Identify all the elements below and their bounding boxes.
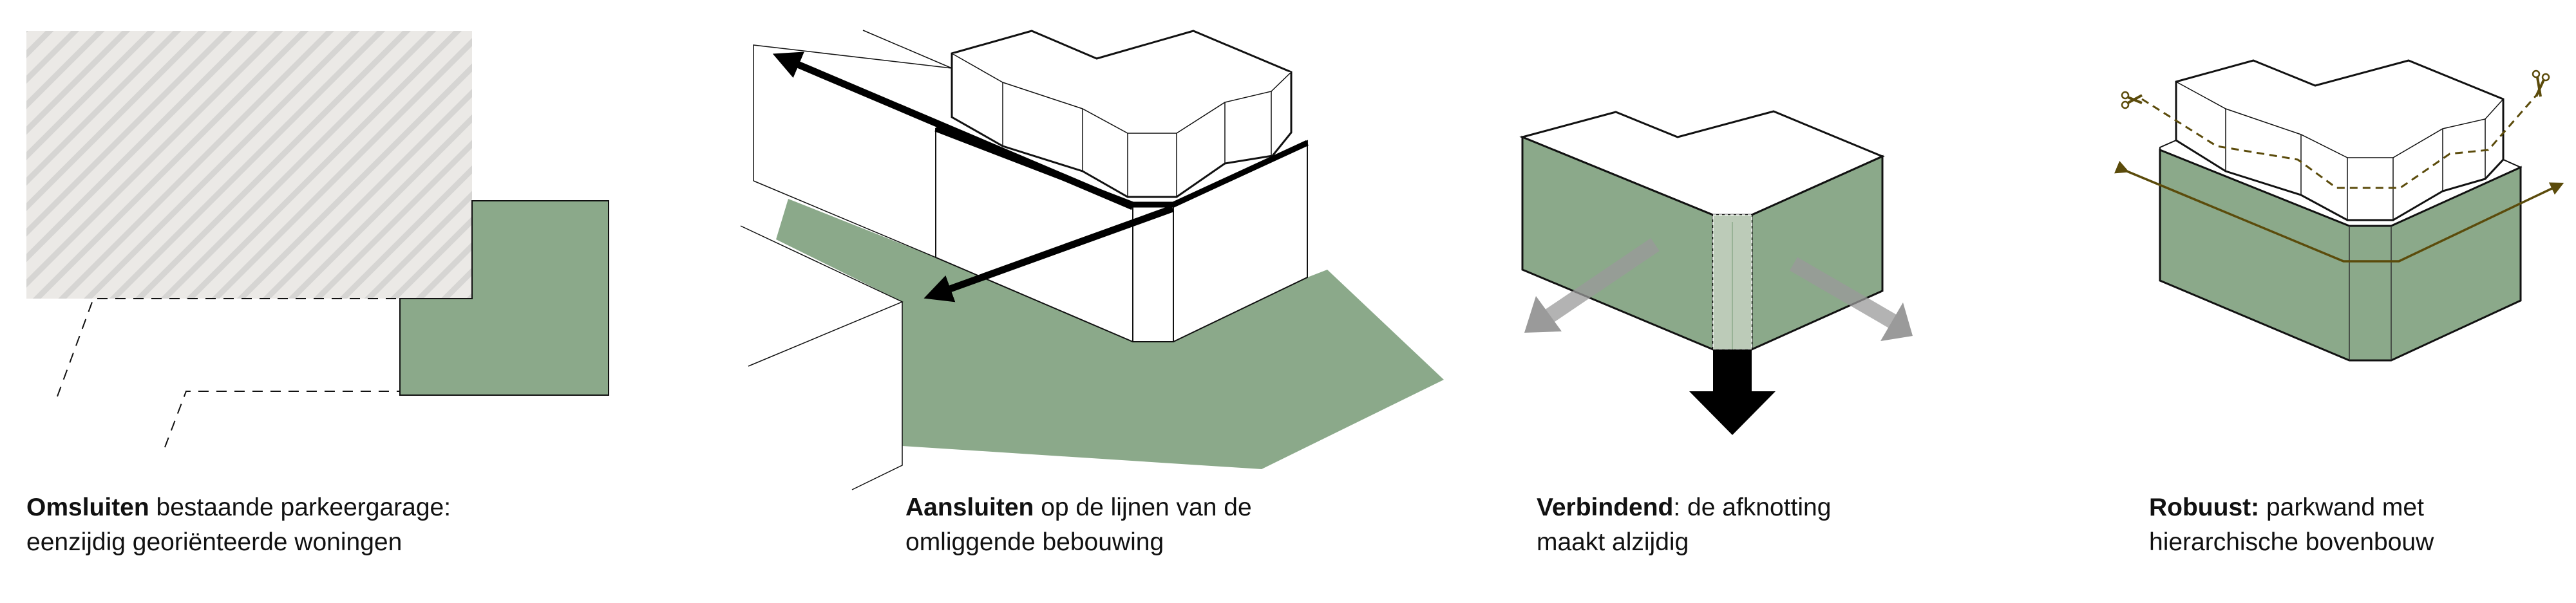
ground-green	[776, 199, 1444, 469]
existing-parking-garage-hatched	[26, 31, 472, 299]
panel-robuust-diagram	[2114, 59, 2564, 362]
parkwand-line-arrows	[2114, 160, 2564, 263]
caption-bold: Aansluiten	[905, 494, 1034, 521]
caption-text: parkwand met	[2259, 494, 2424, 521]
scissors-icon	[2532, 70, 2550, 97]
caption-text: bestaande parkeergarage:	[149, 494, 451, 521]
scissors-icon	[2121, 91, 2143, 109]
panel-verbindend-diagram	[1519, 110, 1913, 435]
caption-bold: Robuust:	[2149, 494, 2260, 521]
dashed-outline	[57, 298, 400, 448]
panel-aansluiten-diagram	[740, 30, 1444, 490]
alignment-arrow-front	[923, 205, 1174, 302]
alignment-arrow-left	[772, 51, 1135, 210]
caption-line-2: eenzijdig georiënteerde woningen	[26, 528, 402, 556]
caption-text: : de afknotting	[1673, 494, 1832, 521]
caption-line-1: Omsluiten bestaande parkeergarage:	[26, 490, 451, 525]
caption-aansluiten: Aansluiten op de lijnen van de omliggend…	[905, 490, 1252, 560]
caption-omsluiten: Omsluiten bestaande parkeergarage: eenzi…	[26, 490, 451, 560]
caption-line-1: Verbindend: de afknotting	[1537, 490, 1831, 525]
side-arrow-right	[1789, 257, 1913, 341]
down-arrow-black	[1689, 349, 1776, 435]
caption-bold: Verbindend	[1537, 494, 1674, 521]
new-building-green-l-shape	[399, 200, 609, 396]
caption-line-1: Aansluiten op de lijnen van de	[905, 490, 1252, 525]
building-upper-volume	[951, 30, 1293, 198]
caption-bold: Omsluiten	[26, 494, 149, 521]
context-lines	[740, 30, 952, 490]
caption-line-1: Robuust: parkwand met	[2149, 490, 2434, 525]
caption-line-2: hierarchische bovenbouw	[2149, 528, 2434, 556]
panel-omsluiten-diagram	[26, 31, 609, 448]
caption-text: op de lijnen van de	[1034, 494, 1252, 521]
caption-line-2: maakt alzijdig	[1537, 528, 1689, 556]
caption-line-2: omliggende bebouwing	[905, 528, 1164, 556]
caption-verbindend: Verbindend: de afknotting maakt alzijdig	[1537, 490, 1831, 560]
side-arrow-left	[1524, 238, 1660, 333]
caption-robuust: Robuust: parkwand met hierarchische bove…	[2149, 490, 2434, 560]
green-base-volume	[2159, 148, 2522, 362]
